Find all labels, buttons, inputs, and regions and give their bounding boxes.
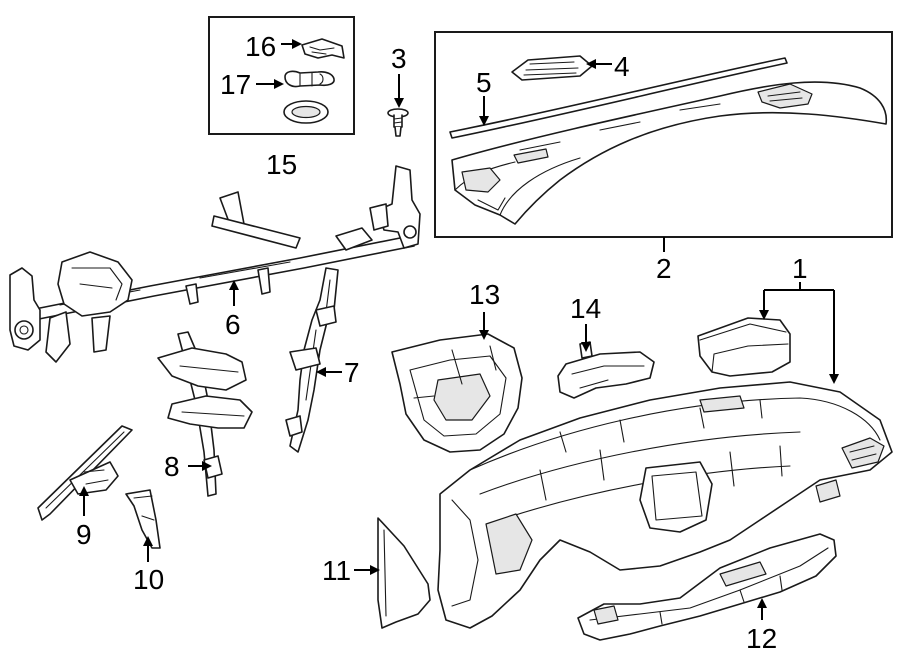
- part-14-bracket: [557, 341, 655, 399]
- part-10-bracket: [125, 489, 161, 549]
- callout-labels: 16 17 15 3 4 5 2 6 7 8 9 10 11 12 13 14 …: [76, 31, 808, 654]
- callout-15: 15: [266, 149, 297, 180]
- part-7-brace: [285, 267, 339, 453]
- part-8-center-brace: [157, 331, 253, 497]
- part-5-molding: [449, 57, 788, 139]
- callout-1: 1: [792, 253, 808, 284]
- part-4-vent: [511, 55, 593, 81]
- callout-16: 16: [245, 31, 276, 62]
- callout-10: 10: [133, 564, 164, 595]
- callout-11: 11: [322, 555, 351, 586]
- callout-12: 12: [746, 623, 777, 654]
- part-3-screw: [387, 108, 409, 137]
- callout-6: 6: [225, 309, 241, 340]
- part-6-crosscar-beam: [9, 165, 421, 363]
- part-15-grommet: [283, 100, 329, 124]
- callout-5: 5: [476, 67, 492, 98]
- inset-box-15: [208, 16, 355, 135]
- callout-13: 13: [469, 279, 500, 310]
- callout-8: 8: [164, 451, 180, 482]
- leader-lines: [79, 39, 839, 620]
- callout-9: 9: [76, 519, 92, 550]
- callout-4: 4: [614, 51, 630, 82]
- part-17-clip: [284, 70, 335, 88]
- part-13-duct-housing: [391, 333, 523, 453]
- part-16-clip: [301, 38, 345, 59]
- part-1-glovebox: [697, 317, 791, 377]
- callout-14: 14: [570, 293, 601, 324]
- callout-3: 3: [391, 43, 407, 74]
- part-2-upper-pad: [451, 81, 888, 225]
- callout-7: 7: [344, 357, 360, 388]
- part-11-side-panel: [377, 517, 431, 629]
- part-12-duct: [577, 533, 837, 641]
- callout-2: 2: [656, 253, 672, 284]
- callout-17: 17: [220, 69, 251, 100]
- part-1-instrument-panel: [437, 381, 893, 629]
